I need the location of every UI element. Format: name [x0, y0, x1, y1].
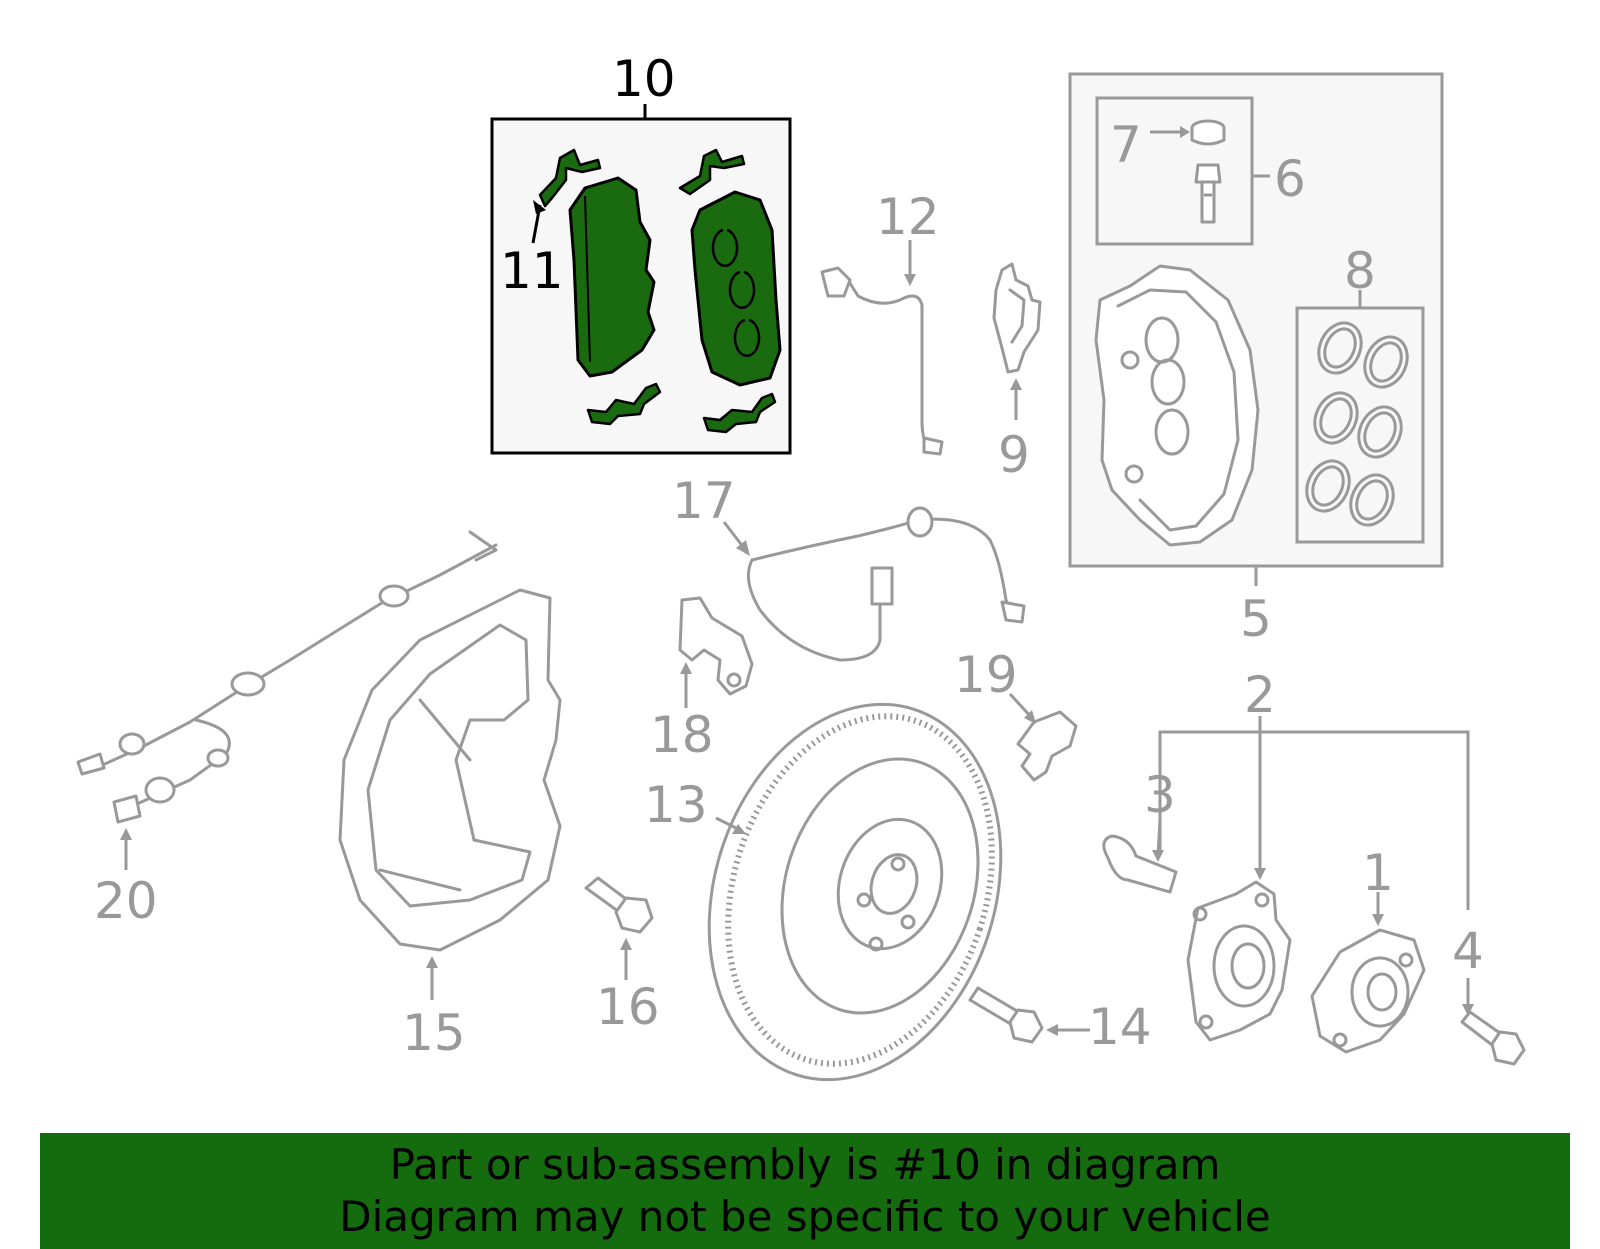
part-15-splash-shield[interactable]	[338, 588, 562, 1000]
part-18-bracket[interactable]	[678, 596, 754, 708]
callout-17: 17	[672, 472, 736, 530]
banner-line-2: Diagram may not be specific to your vehi…	[339, 1192, 1271, 1241]
part-1-hub[interactable]	[1310, 892, 1426, 1054]
callout-3: 3	[1144, 766, 1176, 824]
callout-1: 1	[1362, 844, 1394, 902]
callout-6: 6	[1274, 150, 1306, 208]
callout-19: 19	[954, 646, 1018, 704]
part-10-brake-pad-kit[interactable]	[490, 104, 792, 455]
part-20-abs-wiring[interactable]	[76, 530, 498, 870]
callout-8: 8	[1344, 242, 1376, 300]
callout-12: 12	[876, 188, 940, 246]
callout-14: 14	[1088, 998, 1152, 1056]
part-19-fitting[interactable]	[1008, 692, 1078, 782]
part-2-hub-bearing-group[interactable]	[1158, 716, 1470, 1042]
callout-15: 15	[402, 1004, 466, 1062]
callout-18: 18	[650, 706, 714, 764]
part-12-pad-wear-sensor[interactable]	[820, 240, 944, 456]
callout-11: 11	[500, 242, 564, 300]
part-9-clip[interactable]	[992, 262, 1042, 420]
callout-13: 13	[644, 776, 708, 834]
part-16-bolt[interactable]	[584, 876, 654, 980]
callout-16: 16	[596, 978, 660, 1036]
part-4-bolt[interactable]	[1460, 978, 1526, 1066]
callout-10: 10	[612, 50, 676, 108]
part-3-bolt[interactable]	[1102, 819, 1178, 894]
part-17-brake-hose[interactable]	[722, 506, 1026, 662]
callout-9: 9	[998, 426, 1030, 484]
part-5-caliper-assembly[interactable]	[1068, 72, 1444, 586]
part-13-brake-rotor[interactable]	[663, 666, 1048, 1118]
callout-2: 2	[1244, 666, 1276, 724]
info-banner: Part or sub-assembly is #10 in diagram D…	[40, 1133, 1570, 1249]
banner-line-1: Part or sub-assembly is #10 in diagram	[389, 1140, 1221, 1189]
callout-5: 5	[1240, 590, 1272, 648]
part-14-bolt[interactable]	[968, 986, 1090, 1044]
callout-4: 4	[1452, 922, 1484, 980]
callout-20: 20	[94, 872, 158, 930]
callout-7: 7	[1110, 116, 1142, 174]
